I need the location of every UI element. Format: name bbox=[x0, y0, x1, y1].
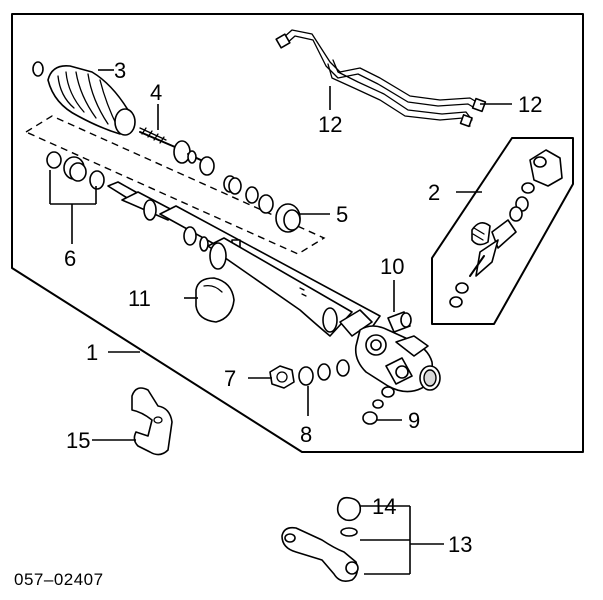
callout-12-upper: 12 bbox=[318, 112, 342, 137]
callout-11: 11 bbox=[128, 286, 151, 311]
callout-14: 14 bbox=[372, 494, 396, 519]
housing-bushing bbox=[387, 311, 412, 333]
callout-5: 5 bbox=[336, 202, 348, 227]
seal-kit-parts bbox=[46, 151, 105, 190]
callout-9: 9 bbox=[408, 408, 420, 433]
callout-10: 10 bbox=[380, 254, 404, 279]
steering-rack-boot bbox=[32, 61, 136, 136]
callout-3: 3 bbox=[114, 58, 126, 83]
callout-4: 4 bbox=[150, 80, 162, 105]
callout-7: 7 bbox=[224, 366, 236, 391]
assembly-frame bbox=[11, 13, 584, 453]
mounting-bracket bbox=[131, 387, 173, 456]
pressure-lines bbox=[275, 29, 487, 128]
rack-guide-adjuster bbox=[298, 359, 350, 386]
callout-8: 8 bbox=[300, 422, 312, 447]
callout-2: 2 bbox=[428, 180, 440, 205]
callout-6: 6 bbox=[64, 246, 76, 271]
pinion-seals bbox=[362, 386, 395, 425]
callout-12-right: 12 bbox=[518, 92, 542, 117]
tie-rod bbox=[139, 127, 215, 176]
callout-13: 13 bbox=[448, 532, 472, 557]
control-valve-parts bbox=[449, 149, 563, 308]
pinion-housing bbox=[354, 325, 441, 393]
mount-bushing bbox=[195, 277, 235, 323]
rack-seals bbox=[223, 175, 301, 233]
tie-rod-end bbox=[281, 496, 362, 582]
boot-clamp-small bbox=[32, 61, 44, 77]
lock-nut bbox=[269, 365, 295, 389]
seal-kit-outline bbox=[24, 115, 326, 255]
control-valve-frame bbox=[431, 137, 574, 325]
callout-1: 1 bbox=[86, 340, 98, 365]
diagram-code: 057–02407 bbox=[14, 570, 104, 589]
leader-lines bbox=[49, 69, 512, 575]
callout-15: 15 bbox=[66, 428, 90, 453]
rack-housing bbox=[107, 181, 381, 337]
